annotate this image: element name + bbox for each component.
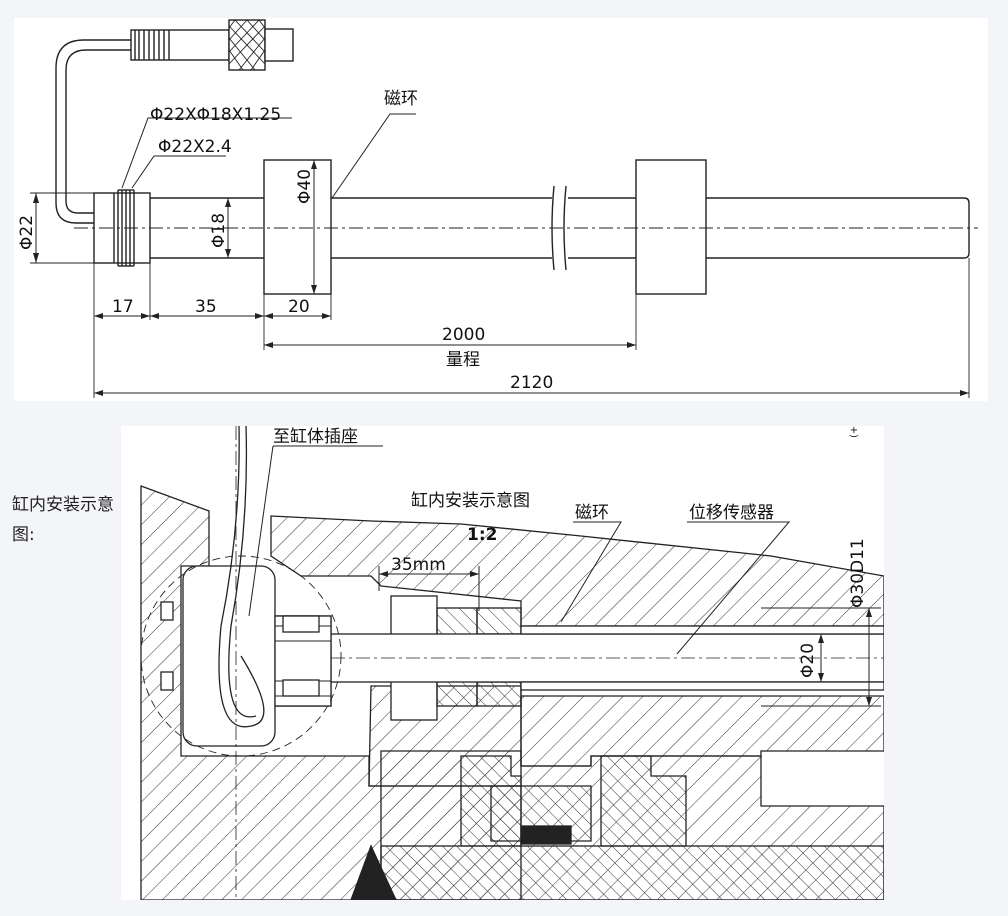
magnet-ring-1 [263,159,332,295]
bore-tolerance-label: (+0.195 / +0.065) [849,426,860,438]
connector-pin-housing [264,28,294,62]
thread-label: Φ22XΦ18X1.25 [150,105,281,125]
dim-2120-label: 2120 [510,373,553,393]
installation-section-drawing: 至缸体插座 缸内安装示意图 1:2 磁环 位移传感器 35mm Φ20 Φ30D… [121,426,884,900]
cable-to-socket [218,426,265,728]
dim-range-label: 量程 [446,350,480,370]
magnet-ring-label: 磁环 [575,503,609,523]
dia-40-label: Φ40 [295,169,315,204]
section-title: 缸内安装示意图 [411,490,530,511]
dim-35-label: 35 [195,297,217,317]
connector-body [130,29,230,61]
installation-section-svg: 至缸体插座 缸内安装示意图 1:2 磁环 位移传感器 35mm Φ20 Φ30D… [140,426,884,900]
scale-label: 1:2 [467,525,497,545]
sensor-outline-drawing: Φ22XΦ18X1.25 Φ22X2.4 磁环 Φ22 Φ18 Φ40 17 3… [14,18,988,401]
dia-22-label: Φ22 [17,215,37,250]
magnet-ring [476,607,522,635]
bore-label: Φ30D11 [848,538,868,608]
magnet-ring-2 [635,159,707,295]
dim-2000-label: 2000 [442,325,485,345]
sensor-label: 位移传感器 [689,503,774,523]
sensor-outline-svg: Φ22XΦ18X1.25 Φ22X2.4 磁环 Φ22 Φ18 Φ40 17 3… [17,19,978,398]
side-caption: 缸内安装示意图: [12,495,114,545]
magnet-ring-label: 磁环 [384,89,418,109]
groove-label: Φ22X2.4 [158,137,232,157]
dim-17-label: 17 [112,297,134,317]
dia-18-label: Φ18 [209,213,229,248]
cylinder-housing-upper [270,515,884,627]
cable [55,39,131,224]
phi20-label: Φ20 [798,643,818,678]
dim-20-label: 20 [288,297,310,317]
dim-35mm-label: 35mm [391,555,446,575]
piston-right [520,695,884,767]
socket-label: 至缸体插座 [273,426,358,447]
